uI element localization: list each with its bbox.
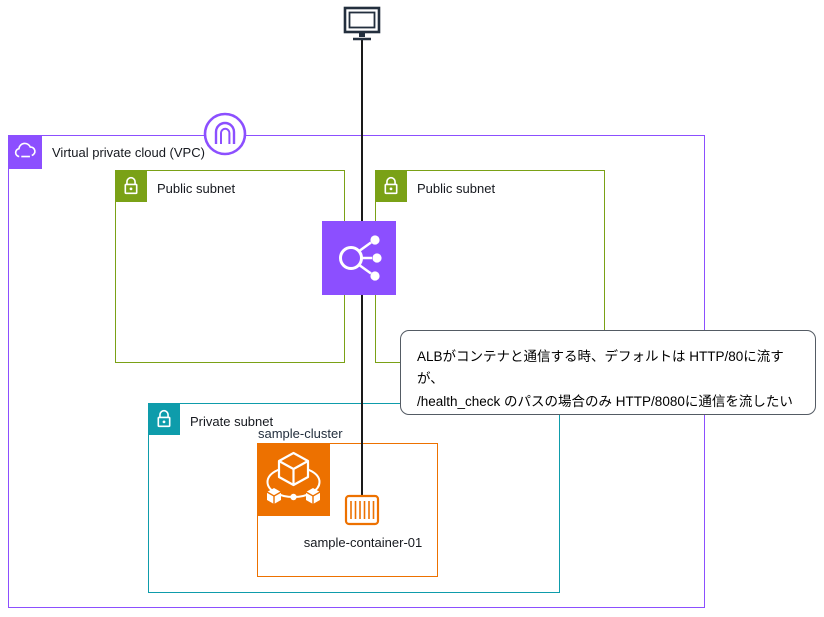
container-label: sample-container-01 [303, 535, 423, 550]
cluster-label: sample-cluster [258, 426, 343, 441]
application-load-balancer-icon [322, 221, 396, 295]
private-subnet-label: Private subnet [190, 414, 274, 429]
vpc-gateway-icon [202, 111, 248, 157]
vpc-cloud-icon [8, 135, 42, 169]
annotation-line-1: ALBがコンテナと通信する時、デフォルトは HTTP/80に流すが、 [417, 349, 784, 387]
private-subnet-box [148, 403, 560, 593]
subnet-lock-icon [148, 403, 180, 435]
subnet-lock-icon [375, 170, 407, 202]
vpc-label: Virtual private cloud (VPC) [52, 145, 205, 160]
public-subnet-right-label: Public subnet [417, 181, 496, 196]
public-subnet-left-box [115, 170, 345, 363]
annotation-callout: ALBがコンテナと通信する時、デフォルトは HTTP/80に流すが、 /heal… [400, 330, 816, 415]
ecs-cluster-icon [257, 443, 330, 516]
annotation-line-2: /health_check のパスの場合のみ HTTP/8080に通信を流したい [417, 393, 793, 409]
container-icon [344, 493, 380, 527]
public-subnet-left-label: Public subnet [157, 181, 236, 196]
subnet-lock-icon [115, 170, 147, 202]
client-computer-icon [341, 5, 383, 43]
